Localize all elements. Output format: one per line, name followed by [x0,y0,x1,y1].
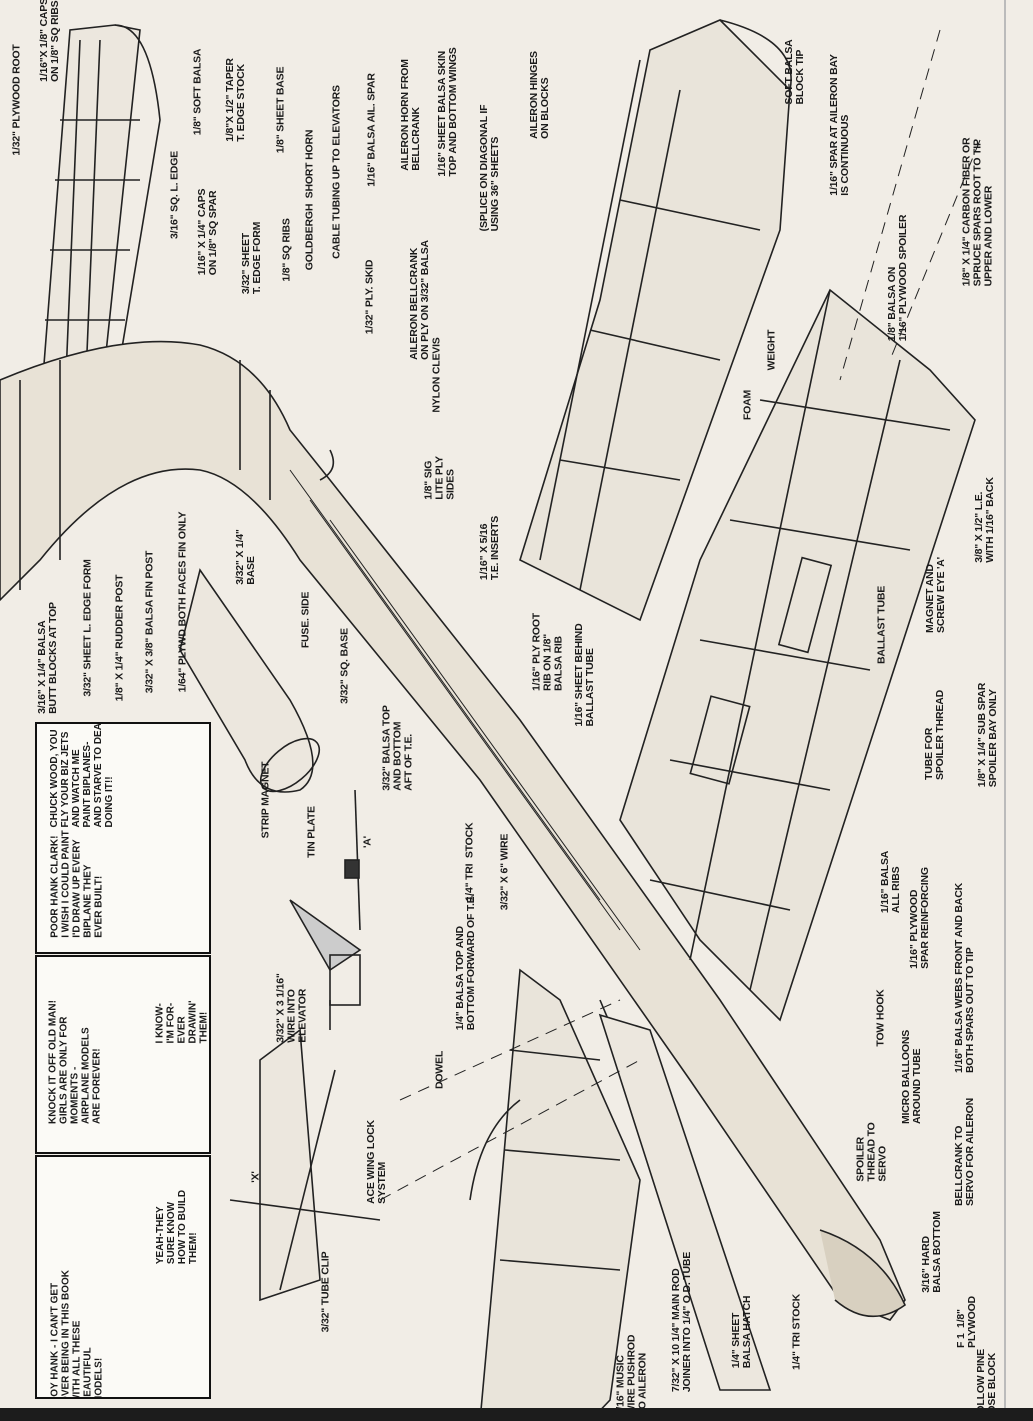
callout-label: 1/16" SHEET BEHIND BALLAST TUBE [573,623,596,727]
callout-label: 1/4" BALSA TOP AND BOTTOM FORWARD OF T.E… [454,893,477,1031]
callout-label: MAGNET AND SCREW EYE 'A' [924,557,947,633]
comic-panel-2: KNOCK IT OFF OLD MAN! GIRLS ARE ONLY FOR… [35,955,211,1154]
callout-label: 3/16" SQ. L. EDGE [168,151,181,239]
callout-label: MICRO BALLOONS AROUND TUBE [900,1029,923,1125]
callout-label: BELLCRANK TO SERVO FOR AILERON [953,1097,976,1207]
callout-label: 3/32" X 3 1/16" WIRE INTO ELEVATOR [274,973,309,1043]
callout-label: AILERON BELLCRANK ON PLY ON 3/32" BALSA [408,240,431,360]
callout-label: 3/32" TUBE CLIP [319,1251,332,1333]
callout-label: 1/16" X 1/4" CAPS ON 1/8" SQ SPAR [196,188,219,276]
callout-label: 1/16"X 1/8" CAPS ON 1/8" SQ RIBS [38,0,61,82]
callout-label: 3/32" X 6" WIRE [498,833,511,911]
callout-label: 1/16" SHEET BALSA SKIN TOP AND BOTTOM WI… [436,47,459,177]
callout-label: GOLDBERGH SHORT HORN [303,129,316,271]
callout-label: (SPLICE ON DIAGONAL IF USING 36" SHEETS [478,104,501,232]
callout-label: 'X' [249,1171,262,1183]
callout-label: 3/32" BALSA TOP AND BOTTOM AFT OF T.E. [380,705,415,791]
callout-label: DOWEL [433,1050,446,1090]
callout-label: 1/8" SOFT BALSA [191,48,204,136]
callout-label: SOFT BALSA BLOCK TIP [783,39,806,105]
callout-label: 1/16" SPAR AT AILERON BAY IS CONTINUOUS [828,54,851,196]
callout-label: 3/32" SQ. BASE [338,628,351,704]
callout-label: 1/16" MUSIC WIRE PUSHROD TO AILERON [614,1334,649,1416]
guide-lines [379,29,981,1201]
callout-label: 1/64" PLYWD BOTH FACES FIN ONLY [176,511,189,693]
callout-label: CABLE TUBING UP TO ELEVATORS [330,85,343,259]
callout-label: 3/32" X 3/8" BALSA FIN POST [143,550,156,694]
wing-lock-detail-drawing [229,1028,381,1302]
callout-label: 1/8" X 1/4" CARBON FIBER OR SPRUCE SPARS… [960,137,995,287]
callout-label: TUBE FOR SPOILER THREAD [923,690,946,780]
callout-label: 1/16" BALSA WEBS FRONT AND BACK BOTH SPA… [953,883,976,1073]
aileron-panel-drawing [519,19,792,622]
callout-label: 3/32" SHEET T. EDGE FORM [240,221,263,295]
callout-label: 1/16" BALSA ALL RIBS [879,850,902,914]
fuse-side-detail-drawing [179,568,321,793]
callout-label: FOAM [741,389,754,421]
callout-label: FUSE. SIDE [299,591,312,649]
callout-label: 1/32" PLYWOOD ROOT [10,44,23,156]
main-wing-drawing [619,288,976,1022]
callout-label: 1/8" X 1/4" RUDDER POST [113,574,126,702]
callout-label: 1/16" PLYWOOD SPAR REINFORCING [908,867,931,969]
callout-label: 1/8"X 1/2" TAPER T. EDGE STOCK [224,58,247,142]
comic-speech: I KNOW- I'M FOR- EVER DRAWIN' THEM! [154,1000,210,1044]
callout-label: 1/8" BALSA ON 1/16" PLYWOOD SPOILER [886,214,909,342]
callout-label: F 1 1/8" PLYWOOD [955,1296,978,1348]
callout-label: 1/8" SHEET BASE [274,66,287,154]
callout-label: 1/4" TRI STOCK [463,822,476,902]
callout-label: 1/8" X 1/4" SUB SPAR SPOILER BAY ONLY [976,682,999,788]
callout-label: 3/16" HARD BALSA BOTTOM [920,1211,943,1293]
comic-speech: CHUCK WOOD, YOU FLY YOUR BIZ JETS AND WA… [49,722,115,828]
callout-label: 3/32" X 1/4" BASE [234,529,257,585]
callout-label: AILERON HORN FROM BELLCRANK [399,59,422,171]
callout-label: 3/32" SHEET L. EDGE FORM [81,559,94,697]
callout-label: 1/8" SQ RIBS [280,218,293,282]
magnet-detail-drawing [289,789,362,1030]
callout-label: 1/32" PLY. SKID [363,259,376,335]
callout-label: 7/32" X 10 1/4" MAIN ROD JOINER INTO 1/4… [670,1251,693,1393]
callout-label: 1/8" SIG LITE PLY SIDES [422,456,457,500]
callout-label: 3/8" X 1/2" L.E. WITH 1/16" BACK [973,477,996,563]
callout-label: ACE WING LOCK SYSTEM [365,1120,388,1204]
callout-label: 3/16" X 1/4" BALSA BUTT BLOCKS AT TOP [36,602,59,714]
comic-speech: POOR HANK CLARK! I WISH I COULD PAINT I'… [49,830,105,938]
comic-speech: BOY HANK - I CAN'T GET OVER BEING IN THI… [49,1270,105,1399]
callout-label: 1/16" PLY ROOT RIB ON 1/8" BALSA RIB [530,612,565,692]
callout-label: 1/16" X 5/16 T.E. INSERTS [478,515,501,581]
callout-label: 1/4" SHEET BALSA HATCH [730,1295,753,1369]
lower-wing-drawing [469,968,772,1421]
callout-label: SPOILER THREAD TO SERVO [854,1122,889,1182]
callout-label: 1/16" BALSA AIL. SPAR [365,73,378,187]
callout-label: 1/4" TRI STOCK [790,1293,803,1371]
callout-label: BALLAST TUBE [875,585,888,665]
comic-panel-3: POOR HANK CLARK! I WISH I COULD PAINT I'… [35,722,211,954]
comic-speech: YEAH-THEY SURE KNOW HOW TO BUILD THEM! [155,1189,199,1265]
callout-label: TOW HOOK [874,989,887,1047]
fin-fuselage-drawing [0,340,907,1321]
page-edge [0,1408,1033,1421]
callout-label: AILERON HINGES ON BLOCKS [528,51,551,139]
comic-panel-1: BOY HANK - I CAN'T GET OVER BEING IN THI… [35,1155,211,1399]
callout-label: TIN PLATE [305,806,318,858]
callout-label: NYLON CLEVIS [430,337,443,413]
callout-label: WEIGHT [765,329,778,371]
callout-label: 'A' [361,836,374,848]
comic-speech: KNOCK IT OFF OLD MAN! GIRLS ARE ONLY FOR… [47,1000,103,1124]
callout-label: STRIP MAGNET [259,761,272,839]
